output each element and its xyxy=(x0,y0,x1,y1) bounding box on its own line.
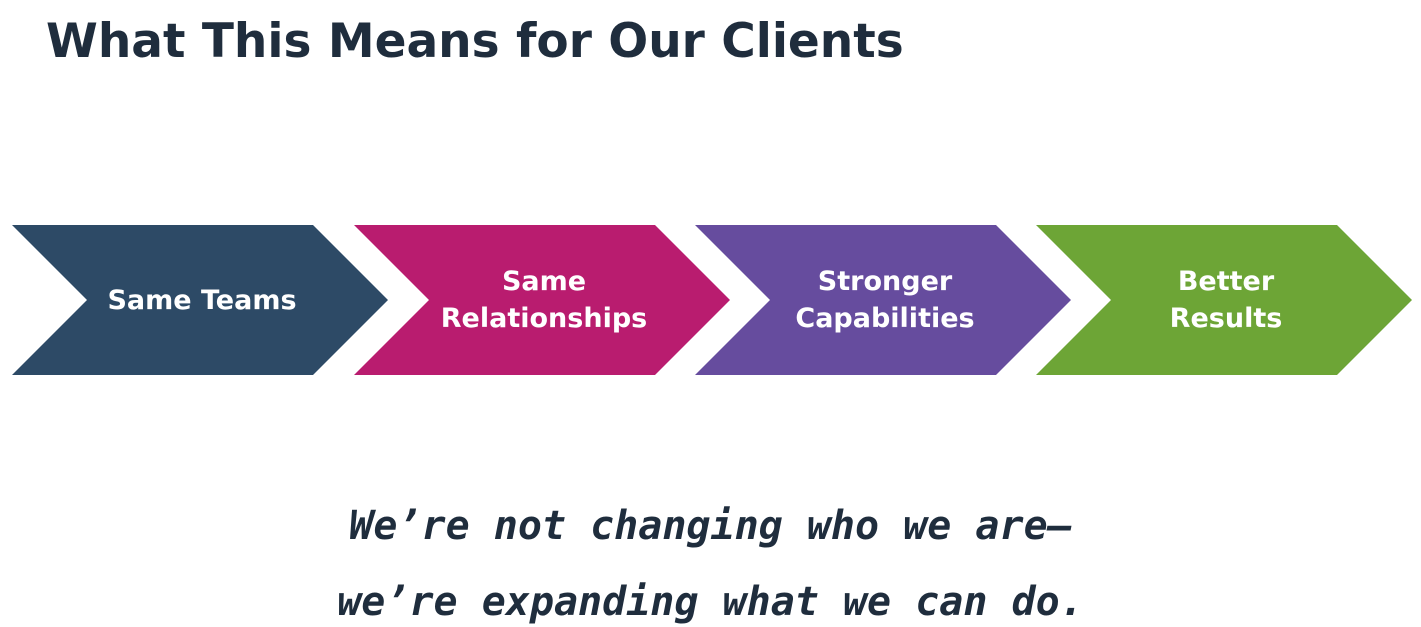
tagline-line-2: we’re expanding what we can do. xyxy=(337,579,1084,625)
chevron-label-line: Better xyxy=(1177,266,1275,297)
chevron-shape xyxy=(695,225,1071,375)
chevron-label: Same Teams xyxy=(72,225,332,375)
chevron-shape xyxy=(12,225,388,375)
chevron-shape xyxy=(354,225,730,375)
tagline: We’re not changing who we are— we’re exp… xyxy=(0,488,1421,627)
chevron-same-teams: Same Teams xyxy=(12,225,388,375)
chevron-shape xyxy=(1036,225,1412,375)
chevron-label: Same Relationships xyxy=(414,225,674,375)
chevron-label-line: Stronger xyxy=(817,266,953,297)
chevron-same-relationships: Same Relationships xyxy=(354,225,730,375)
chevron-label-line: Capabilities xyxy=(795,303,975,334)
chevron-label-line: Same xyxy=(501,266,587,297)
tagline-line-1: We’re not changing who we are— xyxy=(349,503,1072,549)
chevron-better-results: Better Results xyxy=(1036,225,1412,375)
chevron-label: Better Results xyxy=(1096,225,1356,375)
chevron-label-line: Same Teams xyxy=(107,284,297,316)
chevron-stronger-capabilities: Stronger Capabilities xyxy=(695,225,1071,375)
chevron-label: Stronger Capabilities xyxy=(755,225,1015,375)
chevron-label-line: Results xyxy=(1169,303,1283,334)
chevron-label-line: Relationships xyxy=(440,303,648,334)
page-title: What This Means for Our Clients xyxy=(46,14,904,69)
